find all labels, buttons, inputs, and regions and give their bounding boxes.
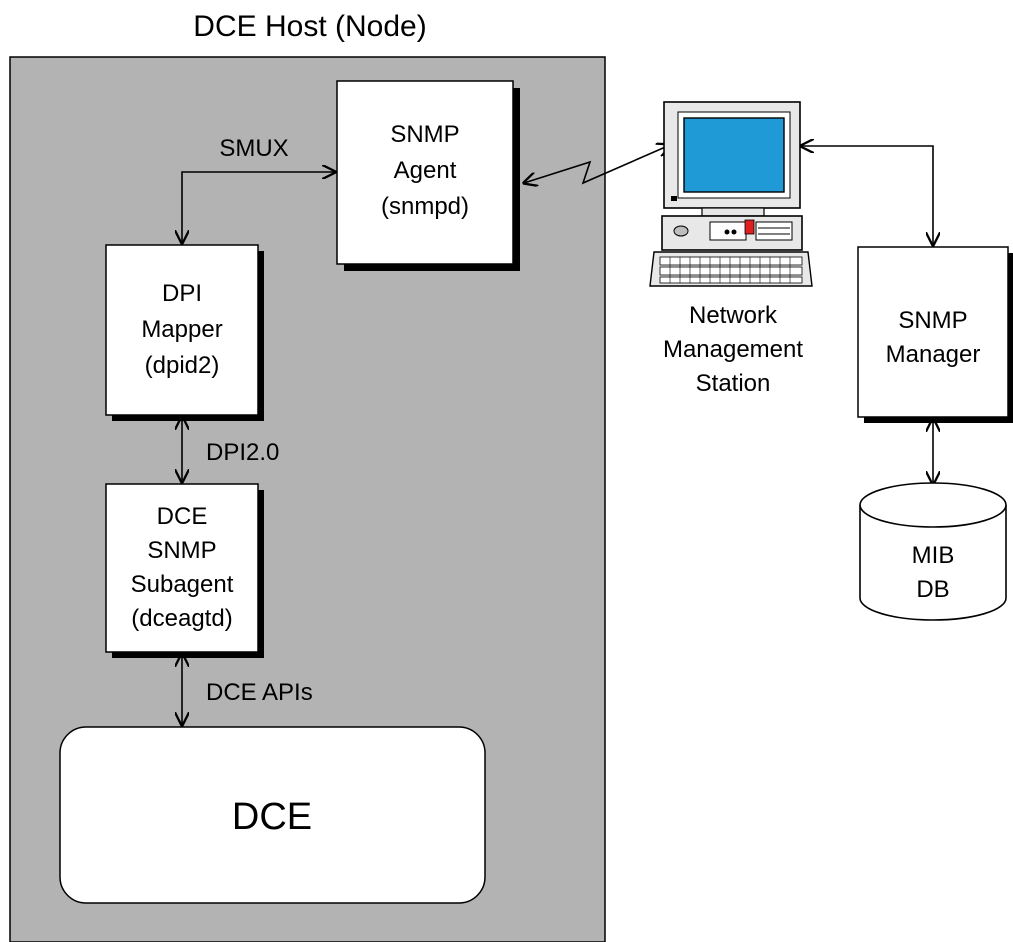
- dpi-mapper-line1: DPI: [162, 280, 202, 307]
- snmp-agent-line3: (snmpd): [381, 193, 469, 220]
- database-cylinder-icon: MIB DB: [859, 482, 1007, 621]
- dce-subagent-box: DCE SNMP Subagent (dceagtd): [105, 483, 264, 658]
- dce-subagent-line2: SNMP: [147, 537, 216, 564]
- manager-link: [801, 146, 933, 245]
- computer-workstation-icon: [649, 101, 813, 287]
- smux-label: SMUX: [219, 135, 288, 162]
- dpi-label: DPI2.0: [206, 439, 279, 466]
- dpi-mapper-line3: (dpid2): [145, 352, 220, 379]
- dce-box: DCE: [59, 726, 486, 904]
- nms-line1: Network: [689, 302, 778, 329]
- host-title: DCE Host (Node): [193, 10, 426, 43]
- dpi-mapper-box: DPI Mapper (dpid2): [105, 244, 264, 421]
- smux-connector: [182, 172, 335, 243]
- snmp-manager-line1: SNMP: [898, 307, 967, 334]
- snmp-agent-line1: SNMP: [390, 121, 459, 148]
- dce-subagent-line3: Subagent: [131, 571, 234, 598]
- dce-subagent-line4: (dceagtd): [131, 605, 232, 632]
- dce-subagent-line1: DCE: [157, 503, 208, 530]
- dce-apis-label: DCE APIs: [206, 679, 313, 706]
- dpi-mapper-line2: Mapper: [141, 316, 222, 343]
- mib-db-line1: MIB: [912, 542, 955, 569]
- snmp-manager-box: SNMP Manager: [857, 246, 1013, 423]
- nms-line2: Management: [663, 336, 803, 363]
- nms-line3: Station: [696, 370, 771, 397]
- snmp-manager-line2: Manager: [886, 341, 981, 368]
- mib-db-line2: DB: [916, 576, 949, 603]
- snmp-agent-box: SNMP Agent (snmpd): [336, 80, 520, 271]
- network-link: [524, 145, 670, 183]
- dce-label: DCE: [232, 796, 312, 838]
- snmp-agent-line2: Agent: [394, 157, 457, 184]
